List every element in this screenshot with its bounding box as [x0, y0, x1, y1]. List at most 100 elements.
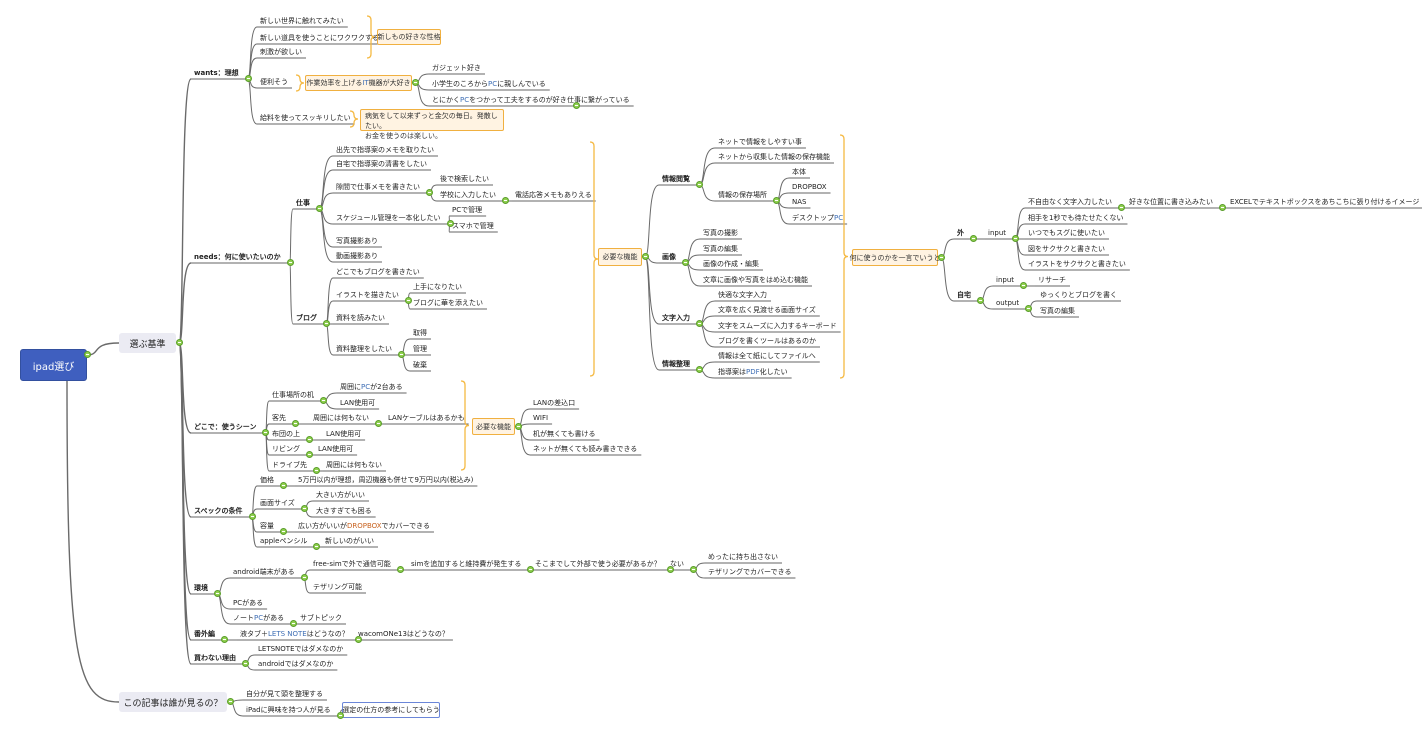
topic[interactable]: 大きすぎても困る [316, 507, 372, 515]
main-topic[interactable]: 選ぶ基準 [119, 333, 176, 353]
collapse-toggle-icon[interactable] [938, 253, 945, 261]
topic[interactable]: LAN使用可 [318, 445, 354, 453]
topic[interactable]: ゆっくりとブログを書く [1040, 291, 1117, 299]
topic[interactable]: PCがある [233, 599, 264, 607]
topic[interactable]: ブログ [296, 314, 317, 322]
topic[interactable]: 快適な文字入力 [718, 291, 767, 299]
topic[interactable]: スペックの条件 [194, 507, 243, 515]
topic[interactable]: 周囲には何もない [326, 461, 382, 469]
topic[interactable]: LANの差込口 [533, 399, 576, 407]
topic[interactable]: ドライブ先 [272, 461, 307, 469]
topic[interactable]: ネットで情報をしやすい事 [718, 138, 802, 146]
topic[interactable]: LETSNOTEではダメなのか [258, 645, 344, 653]
topic[interactable]: 給料を使ってスッキリしたい [260, 114, 351, 122]
collapse-toggle-icon[interactable] [221, 636, 228, 643]
topic[interactable]: デスクトップPC [792, 214, 844, 222]
callout-topic[interactable]: 病気をして以来ずっと金欠の毎日。発散したい。お金を使うのは楽しい。 [360, 109, 504, 140]
topic[interactable]: リサーチ [1038, 276, 1066, 284]
topic[interactable]: 液タブ＋LETS NOTEはどうなの？ [240, 630, 349, 638]
topic[interactable]: 写真の編集 [703, 245, 738, 253]
collapse-toggle-icon[interactable] [248, 513, 256, 520]
topic[interactable]: スマホで管理 [452, 222, 494, 230]
collapse-toggle-icon[interactable] [84, 351, 91, 358]
collapse-toggle-icon[interactable] [375, 420, 382, 427]
topic[interactable]: 刺激が欲しい [260, 48, 302, 56]
collapse-toggle-icon[interactable] [262, 429, 270, 436]
collapse-toggle-icon[interactable] [280, 482, 287, 489]
topic[interactable]: とにかくPCをつかって工夫をするのが好き [432, 96, 567, 104]
topic[interactable]: いつでもスグに使いたい [1028, 229, 1105, 237]
topic[interactable]: テザリング可能 [313, 583, 362, 591]
topic[interactable]: サブトピック [300, 614, 342, 622]
topic[interactable]: 仕事に繋がっている [567, 96, 630, 104]
collapse-toggle-icon[interactable] [214, 590, 221, 597]
topic[interactable]: イラストを描きたい [336, 291, 399, 299]
topic[interactable]: ネットから収集した情報の保存機能 [718, 153, 830, 161]
topic[interactable]: 学校に入力したい [440, 191, 496, 199]
collapse-toggle-icon[interactable] [1025, 305, 1033, 312]
collapse-toggle-icon[interactable] [696, 181, 703, 188]
topic[interactable]: 資料を読みたい [336, 314, 385, 322]
topic[interactable]: 動画撮影あり [336, 252, 378, 260]
topic[interactable]: WIFI [533, 414, 549, 422]
topic[interactable]: 価格 [260, 476, 274, 484]
topic[interactable]: 文字入力 [662, 314, 690, 322]
topic[interactable]: テザリングでカバーできる [708, 568, 792, 576]
collapse-toggle-icon[interactable] [527, 566, 535, 573]
topic[interactable]: 写真の撮影 [703, 229, 738, 237]
topic[interactable]: 破棄 [413, 361, 427, 369]
topic[interactable]: 小学生のころからPCに親しんでいる [432, 80, 546, 88]
topic[interactable]: 写真撮影あり [336, 237, 378, 245]
topic[interactable]: ブログに華を添えたい [413, 299, 483, 307]
collapse-toggle-icon[interactable] [690, 566, 697, 573]
topic[interactable]: 図をサクサクと書きたい [1028, 245, 1105, 253]
collapse-toggle-icon[interactable] [227, 698, 234, 705]
collapse-toggle-icon[interactable] [1118, 204, 1125, 211]
topic[interactable]: wants：理想 [194, 69, 239, 77]
collapse-toggle-icon[interactable] [1020, 282, 1028, 289]
collapse-toggle-icon[interactable] [323, 320, 330, 327]
topic[interactable]: 電話応答メモもありえる [515, 191, 592, 199]
collapse-toggle-icon[interactable] [642, 253, 649, 260]
topic[interactable]: スケジュール管理を一本化したい [336, 214, 441, 222]
topic[interactable]: 机が無くても書ける [533, 430, 596, 438]
topic[interactable]: DROPBOX [792, 183, 827, 191]
topic[interactable]: 外 [957, 229, 964, 237]
topic[interactable]: 好きな位置に書き込みたい [1129, 198, 1213, 206]
collapse-toggle-icon[interactable] [446, 220, 454, 227]
collapse-toggle-icon[interactable] [1219, 204, 1226, 211]
topic[interactable]: 環境 [194, 584, 208, 592]
collapse-toggle-icon[interactable] [316, 205, 323, 212]
collapse-toggle-icon[interactable] [300, 574, 308, 581]
collapse-toggle-icon[interactable] [300, 505, 308, 512]
topic[interactable]: 文字をスムーズに入力するキーボード [718, 322, 837, 330]
topic[interactable]: 容量 [260, 522, 274, 530]
collapse-toggle-icon[interactable] [286, 259, 294, 266]
topic[interactable]: 自宅で指導案の清書をしたい [336, 160, 427, 168]
topic[interactable]: 布団の上 [272, 430, 300, 438]
collapse-toggle-icon[interactable] [176, 339, 183, 346]
topic[interactable]: 仕事 [296, 199, 310, 207]
topic[interactable]: 文章を広く見渡せる画面サイズ [718, 306, 816, 314]
collapse-toggle-icon[interactable] [696, 320, 703, 327]
collapse-toggle-icon[interactable] [242, 660, 249, 667]
topic[interactable]: 大きい方がいい [316, 491, 365, 499]
topic[interactable]: 客先 [272, 414, 286, 422]
collapse-toggle-icon[interactable] [412, 79, 419, 86]
topic[interactable]: 後で検索したい [440, 175, 489, 183]
collapse-toggle-icon[interactable] [313, 543, 321, 550]
collapse-toggle-icon[interactable] [426, 189, 433, 196]
topic[interactable]: 自分が見て頭を整理する [246, 690, 323, 698]
topic[interactable]: androidではダメなのか [258, 660, 334, 668]
topic[interactable]: EXCELでテキストボックスをあちこちに張り付けるイメージ [1230, 198, 1420, 206]
topic[interactable]: PCで管理 [452, 206, 483, 214]
topic[interactable]: 文章に画像や写真をはめ込む機能 [703, 276, 808, 284]
topic[interactable]: ノートPCがある [233, 614, 285, 622]
collapse-toggle-icon[interactable] [515, 422, 522, 430]
callout-topic[interactable]: 必要な機能 [472, 418, 515, 435]
topic[interactable]: 情報整理 [662, 360, 690, 368]
topic[interactable]: LAN使用可 [340, 399, 376, 407]
topic[interactable]: ブログを書くツールはあるのか [718, 337, 816, 345]
topic[interactable]: 情報は全て紙にしてファイルへ [718, 352, 816, 360]
